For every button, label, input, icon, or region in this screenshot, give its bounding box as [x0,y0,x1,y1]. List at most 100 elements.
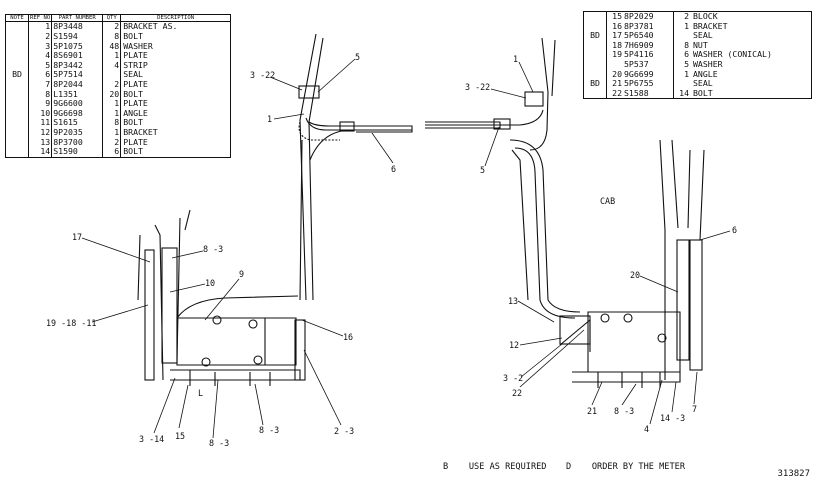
qty-cell: 5 [684,58,689,69]
left-bracket-2 [339,121,355,132]
callout-3-22-left: 3 -22 [250,70,275,80]
hole-e [600,313,610,323]
qty-cell: 1 [684,20,689,31]
callout-12: 12 [509,340,519,350]
ref-cell: 12 [28,127,53,138]
right-pillar-b [671,139,679,229]
ref-cell: 19 [612,49,622,60]
qty-cell: 8 [684,39,689,50]
part-cell: 8P3442 [51,60,104,71]
right-floor-strip [572,371,681,383]
qty-cell: 14 [679,87,689,98]
leader-5-right [484,126,500,167]
desc-cell: NUT [693,39,708,50]
note-cell [5,127,29,138]
desc-cell: WASHER [123,40,153,51]
leader-3-14 [153,377,176,434]
leader-16 [301,319,344,337]
desc-cell: BRACKET [693,20,728,31]
right-angle-strip [689,239,703,371]
note-cell [583,88,607,99]
qty-cell: 1 [102,51,122,61]
ref-cell: 4 [28,51,53,61]
leader-3-2 [520,343,563,378]
callout-1-left: 1 [267,114,272,124]
callout-3-14: 3 -14 [139,434,164,444]
note-cell: BD [583,31,607,41]
ref-cell: 10 [28,108,53,119]
note-cell [5,147,29,158]
leader-4 [649,379,663,425]
leader-1-left [273,113,305,120]
ref-cell: 6 [28,70,53,80]
desc-cell: SEAL [693,78,713,89]
qty-cell: 2 [684,11,689,21]
leader-20 [639,275,679,293]
callout-5-left: 5 [355,52,360,62]
qty-cell: 1 [102,108,122,119]
qty-cell: 8 [102,31,122,42]
left-angle-10 [161,247,178,364]
desc-cell: PLATE [123,50,148,61]
part-cell: 9G6698 [51,108,104,119]
ref-cell: 2 [28,31,53,42]
ref-cell: 21 [612,78,622,89]
ref-cell: 11 [28,118,53,128]
desc-cell: SEAL [123,69,143,80]
callout-5-right: 5 [480,165,485,175]
part-cell: 5P7514 [51,70,104,80]
leader-21 [591,381,603,406]
qty-cell: 2 [102,137,122,148]
callout-14-3: 14 -3 [660,413,685,423]
leader-13 [517,300,555,323]
left-post-outer [299,33,317,301]
part-cell: 8S6901 [51,51,104,61]
left-floor-strip [170,369,301,381]
callout-8-3-c: 8 -3 [259,425,279,435]
leader-22 [519,329,585,388]
part-cell: 8P3448 [51,22,104,32]
ref-cell: 18 [612,39,622,50]
callout-8-3-a: 8 -3 [203,244,223,254]
callout-20: 20 [630,270,640,280]
hole-c [201,357,211,367]
leader-3-22-left [269,76,303,91]
right-post-inner [551,39,556,97]
part-cell: 5P6755 [623,79,674,89]
desc-cell: BOLT [123,117,143,128]
callout-22: 22 [512,388,522,398]
desc-cell: ANGLE [123,107,148,118]
right-angle-20 [676,239,690,361]
note-cell [583,50,607,60]
leader-5-left [317,58,356,93]
leader-2-3 [303,349,342,426]
left-bracket-1 [298,85,320,99]
leader-12 [519,337,563,346]
parts-table-left: NOTE REF NO PART NUMBER QTY DESCRIPTION … [5,13,231,158]
qty-cell: 20 [102,89,122,100]
desc-cell: BLOCK [693,11,718,21]
left-angle-strip [144,249,155,381]
right-gusset [559,318,591,352]
left-frame-edge [299,139,303,301]
qty-cell: 6 [102,146,122,158]
note-cell [5,79,29,90]
left-floor-bolts [189,370,271,386]
note-cell [5,108,29,119]
leader-10 [169,283,206,293]
callout-19-18-11: 19 -18 -11 [46,318,96,328]
part-cell: 5P6540 [623,31,674,41]
part-cell: 8P3700 [51,137,104,148]
qty-cell [102,70,122,80]
note-cell [5,137,29,148]
ref-cell: 20 [612,68,622,79]
callout-17: 17 [72,232,82,242]
